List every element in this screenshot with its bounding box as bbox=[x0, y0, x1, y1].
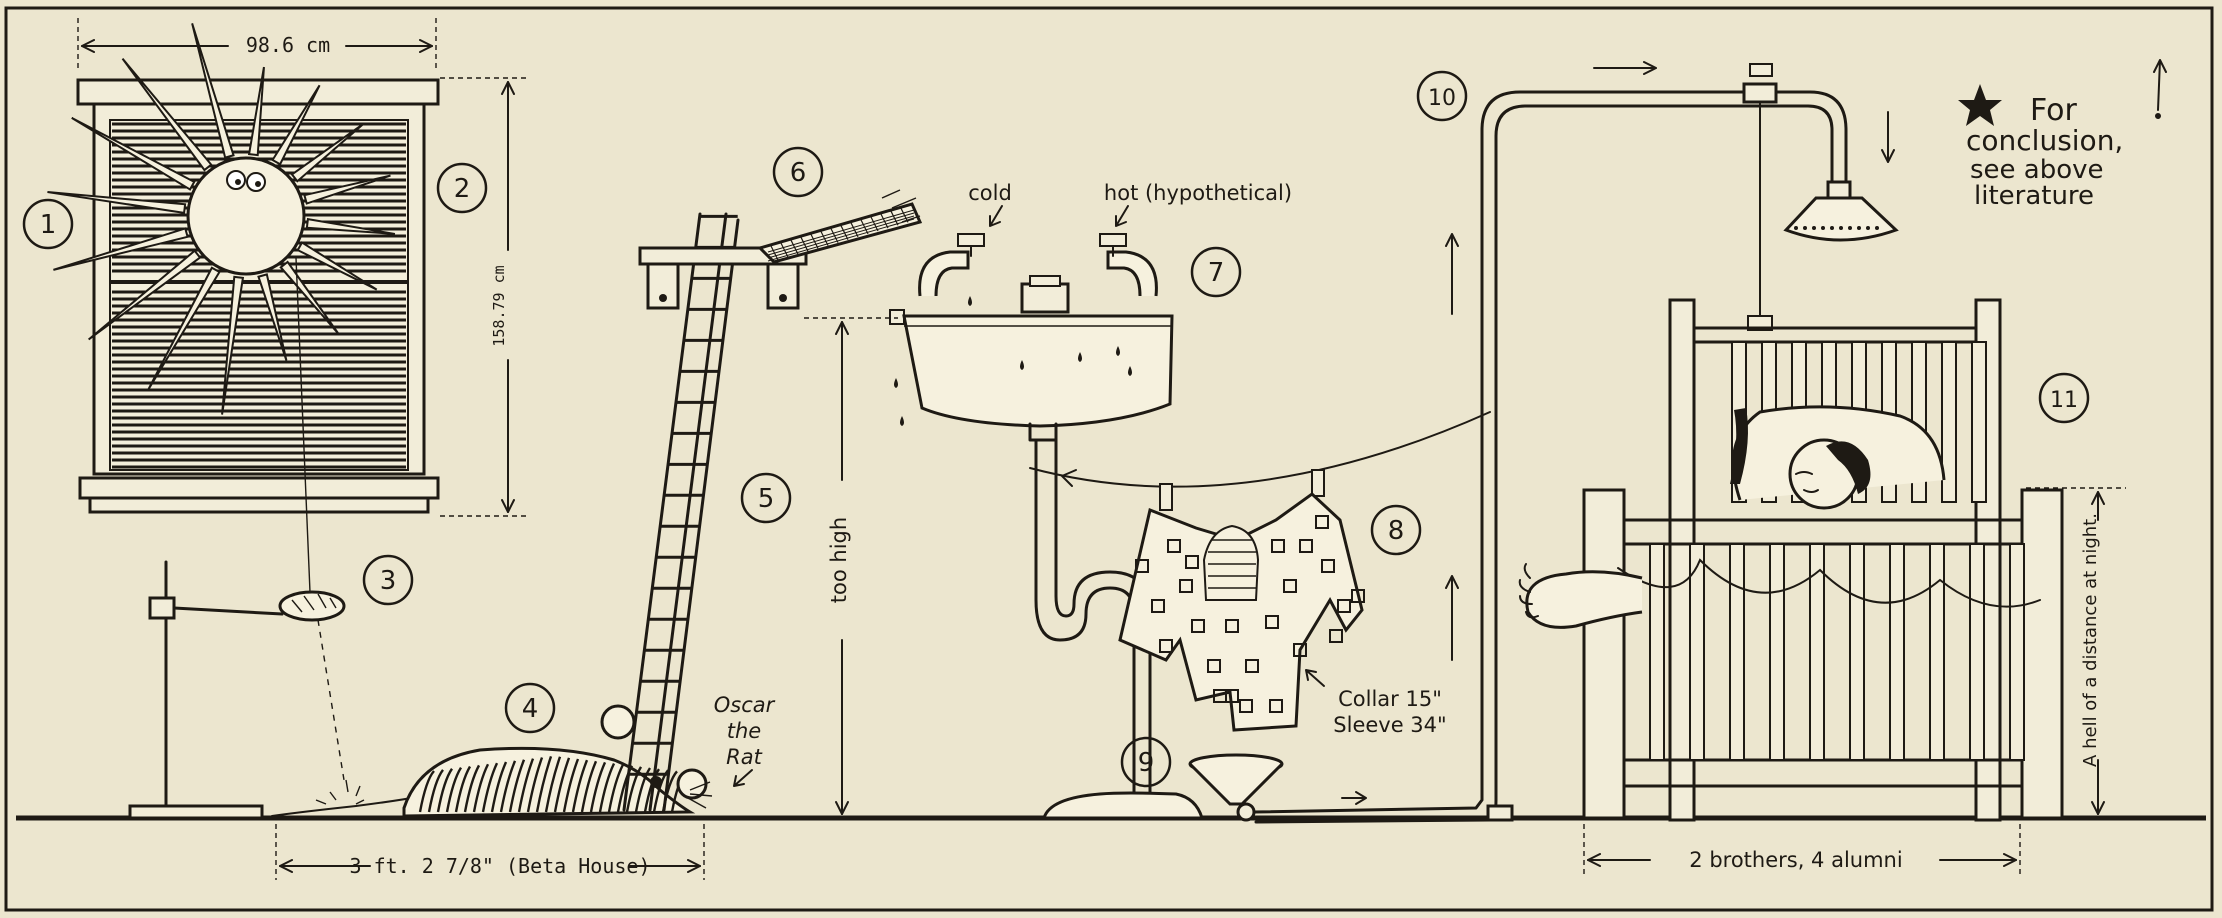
svg-text:Rat: Rat bbox=[726, 745, 762, 769]
ladder bbox=[622, 212, 740, 812]
step-marker-6: 6 bbox=[772, 146, 824, 198]
tap-hot-label: hot (hypothetical) bbox=[1104, 181, 1292, 205]
magnifier-stand bbox=[128, 560, 284, 820]
svg-text:Oscar: Oscar bbox=[714, 693, 776, 717]
tap-cold-label: cold bbox=[968, 181, 1012, 205]
step-number: 4 bbox=[522, 694, 539, 724]
rat-distance-label: 3 ft. 2 7/8" (Beta House) bbox=[349, 854, 650, 878]
bed-width-label: 2 brothers, 4 alumni bbox=[1689, 848, 1902, 872]
cold-tap-icon bbox=[957, 233, 985, 257]
tilting-sieve-icon bbox=[757, 189, 923, 264]
up-arrow-icon bbox=[2153, 59, 2167, 111]
hot-arrow bbox=[1115, 205, 1129, 227]
hot-tap-icon bbox=[1099, 233, 1127, 257]
magnifying-glass-icon bbox=[278, 590, 346, 622]
window-width-dimension: 98.6 cm bbox=[77, 18, 437, 70]
bed-width-dimension: 2 brothers, 4 alumni bbox=[1583, 824, 2021, 876]
step-number: 3 bbox=[380, 566, 397, 596]
step-number: 2 bbox=[454, 174, 471, 204]
star-icon bbox=[1958, 84, 2002, 126]
rat-caption: Oscar the Rat bbox=[714, 693, 776, 787]
note-line-1: For bbox=[2030, 93, 2078, 128]
window-width-label: 98.6 cm bbox=[246, 33, 330, 57]
funnel-icon bbox=[1188, 753, 1284, 822]
note-line-2: conclusion, bbox=[1966, 124, 2123, 157]
step-number: 7 bbox=[1208, 258, 1225, 288]
bed-height-label: A hell of a distance at night. bbox=[2080, 513, 2101, 767]
step-marker-10: 10 bbox=[1416, 70, 1468, 122]
sink-height-label: too high bbox=[827, 517, 851, 603]
sink-height-dimension: too high bbox=[804, 317, 898, 815]
sunbeam bbox=[295, 257, 311, 593]
step-marker-7: 7 bbox=[1190, 246, 1242, 298]
sun-icon bbox=[47, 23, 396, 415]
pajamas bbox=[1118, 469, 1365, 732]
step-marker-3: 3 bbox=[362, 554, 414, 606]
spark-icon bbox=[315, 779, 365, 805]
step-number: 9 bbox=[1138, 748, 1155, 778]
bed-height-dimension: A hell of a distance at night. bbox=[2026, 487, 2126, 815]
step-number: 1 bbox=[40, 210, 57, 240]
focused-beam bbox=[317, 619, 345, 781]
svg-text:the: the bbox=[727, 719, 761, 743]
sink bbox=[889, 250, 1174, 442]
rat-distance-dimension: 3 ft. 2 7/8" (Beta House) bbox=[275, 824, 705, 880]
collar-label: Collar 15" bbox=[1338, 687, 1442, 711]
shower-head-icon bbox=[1783, 180, 1899, 242]
clothesline bbox=[1029, 411, 1491, 488]
window-height-label: 158.79 cm bbox=[490, 265, 508, 346]
step-number: 6 bbox=[790, 158, 807, 188]
step-marker-1: 1 bbox=[22, 198, 74, 250]
rat-icon bbox=[271, 704, 713, 818]
step-number: 10 bbox=[1428, 86, 1456, 111]
step-marker-5: 5 bbox=[740, 472, 792, 524]
collar-sleeve-caption: Collar 15" Sleeve 34" bbox=[1305, 669, 1447, 737]
cold-arrow bbox=[989, 205, 1003, 227]
diagram-frame bbox=[4, 6, 2214, 912]
step-marker-8: 8 bbox=[1370, 504, 1422, 556]
step-markers: 1 2 3 4 5 6 7 8 9 10 11 bbox=[22, 70, 2090, 788]
window-height-dimension: 158.79 cm bbox=[440, 77, 528, 517]
note-line-3: see above bbox=[1970, 155, 2104, 185]
step-marker-11: 11 bbox=[2038, 372, 2090, 424]
sleeper-icon bbox=[1518, 438, 1871, 629]
note-line-4: literature bbox=[1974, 181, 2094, 211]
step-marker-4: 4 bbox=[504, 682, 556, 734]
clothesline-arrow bbox=[1061, 469, 1077, 487]
shower-pipe bbox=[1252, 61, 1895, 824]
sleeve-label: Sleeve 34" bbox=[1333, 713, 1446, 737]
step-marker-9: 9 bbox=[1120, 736, 1172, 788]
step-number: 8 bbox=[1388, 516, 1405, 546]
conclusion-note: For conclusion, see above literature bbox=[1958, 59, 2167, 211]
bed bbox=[1582, 298, 2064, 822]
step-marker-2: 2 bbox=[436, 162, 488, 214]
shower-valve bbox=[1742, 63, 1778, 331]
step-number: 5 bbox=[758, 484, 775, 514]
step-number: 11 bbox=[2050, 388, 2078, 413]
